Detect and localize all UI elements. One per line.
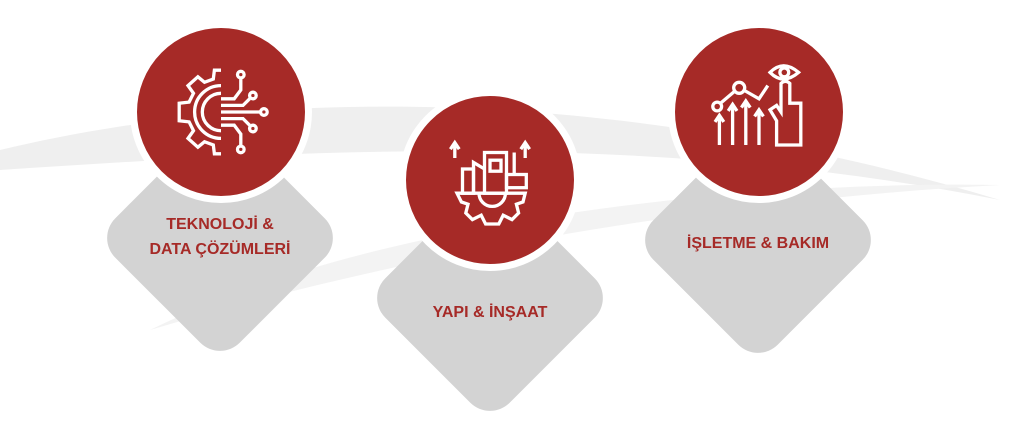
card-title: YAPI & İNŞAAT: [432, 304, 548, 321]
card-title: İŞLETME & BAKIM: [686, 235, 830, 252]
icon-circle: [399, 89, 581, 271]
growth-hand-eye-icon: [711, 64, 803, 147]
icon-circle: [668, 21, 850, 203]
gear-circuit-icon: [177, 68, 269, 156]
factory-gear-icon: [449, 139, 531, 226]
card-title-line2: DATA ÇÖZÜMLERİ: [149, 241, 291, 258]
icon-circle: [130, 21, 312, 203]
card-title-line1: TEKNOLOJİ &: [166, 216, 274, 233]
